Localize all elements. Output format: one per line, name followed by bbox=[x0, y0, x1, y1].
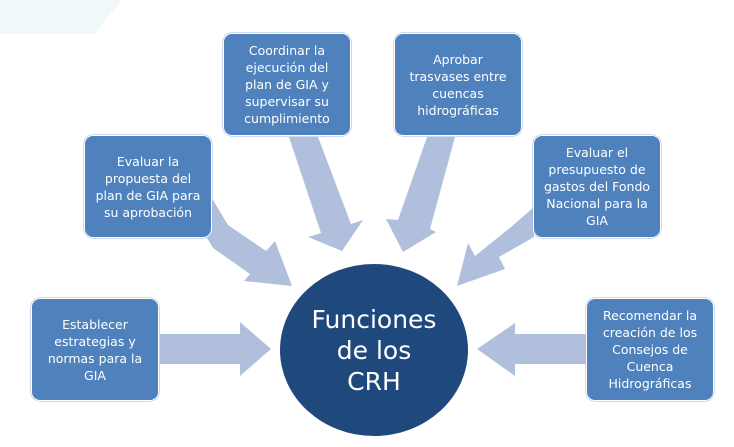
function-label: Aprobar trasvases entre cuencas hidrográ… bbox=[409, 51, 507, 118]
arrow-aprobar bbox=[386, 137, 455, 252]
arrow-coordinar bbox=[289, 137, 363, 251]
center-label: Funciones de los CRH bbox=[311, 304, 437, 396]
arrow-evaluar-presupuesto bbox=[457, 207, 534, 286]
function-box-evaluar-propuesta: Evaluar la propuesta del plan de GIA par… bbox=[84, 135, 212, 238]
arrow-establecer bbox=[160, 322, 271, 376]
function-box-evaluar-presupuesto: Evaluar el presupuesto de gastos del Fon… bbox=[533, 135, 661, 238]
arrow-evaluar-propuesta bbox=[197, 200, 292, 286]
function-box-aprobar: Aprobar trasvases entre cuencas hidrográ… bbox=[394, 33, 522, 136]
function-box-establecer: Establecer estrategias y normas para la … bbox=[31, 298, 159, 401]
function-label: Evaluar la propuesta del plan de GIA par… bbox=[95, 153, 201, 220]
function-box-coordinar: Coordinar la ejecución del plan de GIA y… bbox=[223, 33, 351, 136]
center-circle: Funciones de los CRH bbox=[280, 264, 468, 436]
function-label: Evaluar el presupuesto de gastos del Fon… bbox=[543, 145, 651, 228]
function-label: Recomendar la creación de los Consejos d… bbox=[602, 308, 698, 391]
arrow-recomendar bbox=[477, 323, 586, 376]
function-label: Establecer estrategias y normas para la … bbox=[47, 316, 143, 383]
function-label: Coordinar la ejecución del plan de GIA y… bbox=[244, 43, 330, 126]
function-box-recomendar: Recomendar la creación de los Consejos d… bbox=[586, 298, 714, 401]
